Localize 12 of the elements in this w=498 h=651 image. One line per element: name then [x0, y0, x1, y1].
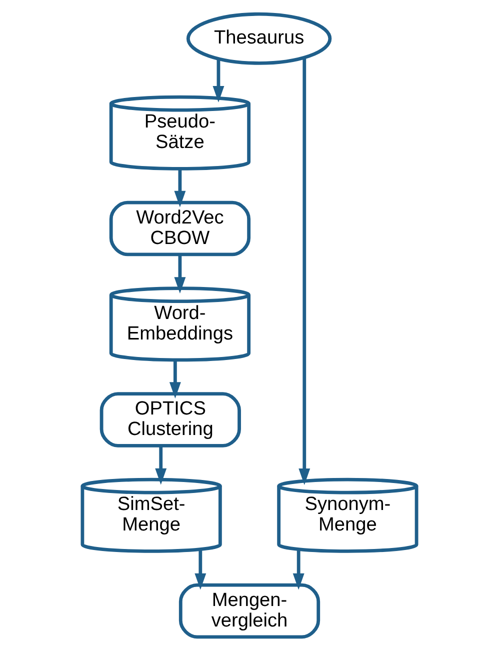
arrow	[298, 58, 310, 485]
node-box: Word2Vec CBOW	[108, 200, 250, 256]
arrow	[154, 446, 166, 485]
arrow	[194, 550, 206, 590]
arrow	[174, 254, 186, 294]
node-ellipse: Thesaurus	[186, 12, 332, 65]
node-box: Mengen- vergleich	[178, 583, 320, 639]
arrow	[174, 169, 186, 208]
node-box: OPTICS Clustering	[99, 392, 240, 448]
arrow	[292, 550, 304, 590]
arrow	[168, 360, 180, 399]
arrow	[212, 59, 224, 102]
